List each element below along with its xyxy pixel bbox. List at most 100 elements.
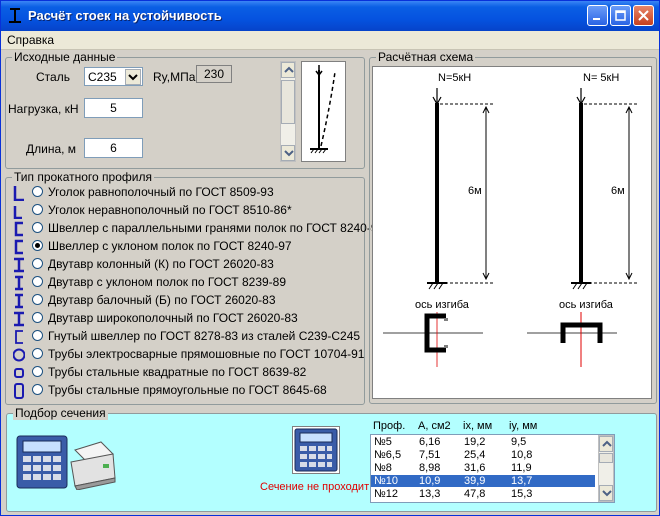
calculate-button[interactable] xyxy=(292,426,340,474)
arrow-up-icon xyxy=(602,440,612,447)
scheme-right-force: N= 5кН xyxy=(583,72,620,84)
profile-radio[interactable] xyxy=(32,276,43,287)
profile-option-label: Уголок равнополочный по ГОСТ 8509-93 xyxy=(48,185,274,199)
close-icon xyxy=(638,10,649,21)
scroll-up-button[interactable] xyxy=(281,62,295,78)
col-ix: ix, мм xyxy=(463,420,493,432)
angle-equal-icon xyxy=(13,186,24,201)
profile-radio[interactable] xyxy=(32,348,43,359)
menu-bar: Справка xyxy=(1,31,659,50)
profile-radio[interactable] xyxy=(32,366,43,377)
profile-radio[interactable] xyxy=(32,186,43,197)
steel-value: C235 xyxy=(88,70,117,84)
result-scrollbar[interactable] xyxy=(598,435,614,502)
profile-option[interactable]: Двутавр колонный (К) по ГОСТ 26020-83 xyxy=(6,256,366,274)
i-beam-wide-icon xyxy=(14,311,24,327)
channel-bent-icon xyxy=(15,330,23,344)
menu-item-help[interactable]: Справка xyxy=(7,33,55,47)
table-cell: 8,98 xyxy=(419,462,441,474)
scroll-down-button[interactable] xyxy=(281,145,295,161)
channel-taper-icon xyxy=(14,239,23,255)
table-cell: 15,3 xyxy=(511,488,533,500)
length-input[interactable]: 6 xyxy=(84,138,143,158)
profile-option[interactable]: Трубы стальные квадратные по ГОСТ 8639-8… xyxy=(6,364,366,382)
table-cell: 25,4 xyxy=(464,449,486,461)
profile-group: Тип прокатного профиля Уголок равнополоч… xyxy=(5,170,384,405)
scheme-right-axis: ось изгиба xyxy=(559,299,613,311)
profile-option-label: Гнутый швеллер по ГОСТ 8278-83 из сталей… xyxy=(48,329,361,343)
col-area: A, см2 xyxy=(418,420,451,432)
profile-option[interactable]: Двутавр с уклоном полок по ГОСТ 8239-89 xyxy=(6,274,366,292)
profile-option[interactable]: Двутавр широкополочный по ГОСТ 26020-83 xyxy=(6,310,366,328)
scheme-left-force: N=5кН xyxy=(438,72,472,84)
profile-option[interactable]: Уголок равнополочный по ГОСТ 8509-93 xyxy=(6,184,366,202)
profile-option[interactable]: Уголок неравнополочный по ГОСТ 8510-86* xyxy=(6,202,366,220)
profile-option-label: Двутавр широкополочный по ГОСТ 26020-83 xyxy=(48,311,298,325)
input-group-label: Исходные данные xyxy=(12,50,118,64)
close-button[interactable] xyxy=(633,5,654,26)
profile-radio[interactable] xyxy=(32,204,43,215)
i-beam-icon xyxy=(15,293,23,309)
calculate-print-button[interactable] xyxy=(13,432,119,491)
col-iy: iy, мм xyxy=(509,420,538,432)
steel-select[interactable]: C235 xyxy=(84,67,143,86)
ry-label: Ry,МПа xyxy=(153,70,196,84)
calculator-printer-icon xyxy=(16,435,116,491)
profile-radio[interactable] xyxy=(32,384,43,395)
table-cell: 47,8 xyxy=(464,488,486,500)
i-beam-taper-icon xyxy=(15,275,23,291)
ry-value: 230 xyxy=(196,65,232,83)
title-bar[interactable]: Расчёт стоек на устойчивость xyxy=(1,1,659,31)
column-scheme-preview[interactable] xyxy=(301,61,346,162)
profile-option[interactable]: Двутавр балочный (Б) по ГОСТ 26020-83 xyxy=(6,292,366,310)
i-beam-column-icon xyxy=(14,257,24,273)
arrow-up-icon xyxy=(284,66,294,73)
profile-group-label: Тип прокатного профиля xyxy=(12,170,154,184)
table-cell: 9,5 xyxy=(511,436,527,448)
table-cell: №12 xyxy=(374,488,399,500)
profile-option[interactable]: Трубы электросварные прямошовные по ГОСТ… xyxy=(6,346,366,364)
profile-option[interactable]: Гнутый швеллер по ГОСТ 8278-83 из сталей… xyxy=(6,328,366,346)
minimize-icon xyxy=(593,18,600,20)
maximize-icon xyxy=(615,10,626,21)
table-cell: 13,3 xyxy=(419,488,441,500)
scroll-thumb[interactable] xyxy=(281,80,295,124)
profile-option-label: Швеллер с параллельными гранями полок по… xyxy=(48,221,385,235)
table-cell: 10,9 xyxy=(419,475,441,487)
input-group: Исходные данные Сталь C235 Ry,МПа 230 На… xyxy=(5,50,365,169)
angle-unequal-icon xyxy=(13,206,22,219)
minimize-button[interactable] xyxy=(587,5,608,26)
table-row[interactable]: №12 13,3 47,8 15,3 xyxy=(371,488,595,500)
load-label: Нагрузка, кН xyxy=(8,102,79,116)
profile-radio[interactable] xyxy=(32,312,43,323)
profile-option[interactable]: Швеллер с параллельными гранями полок по… xyxy=(6,220,384,238)
scheme-group-label: Расчётная схема xyxy=(376,50,476,64)
rect-tube-icon xyxy=(14,383,24,399)
scheme-scrollbar[interactable] xyxy=(280,61,296,162)
result-scroll-up[interactable] xyxy=(599,436,613,452)
profile-radio[interactable] xyxy=(32,258,43,269)
profile-option[interactable]: Трубы стальные прямоугольные по ГОСТ 864… xyxy=(6,382,366,400)
result-scroll-thumb[interactable] xyxy=(599,453,613,463)
result-scroll-down[interactable] xyxy=(599,485,613,501)
load-input[interactable]: 5 xyxy=(84,98,143,118)
profile-radio[interactable] xyxy=(32,240,43,251)
profile-option[interactable]: Швеллер с уклоном полок по ГОСТ 8240-97 xyxy=(6,238,366,256)
dropdown-arrow-icon[interactable] xyxy=(125,69,141,85)
status-message: Сечение не проходит! xyxy=(260,481,373,493)
channel-parallel-icon xyxy=(14,221,23,237)
profile-option-label: Швеллер с уклоном полок по ГОСТ 8240-97 xyxy=(48,239,292,253)
profile-radio[interactable] xyxy=(32,222,43,233)
profile-radio[interactable] xyxy=(32,294,43,305)
window-title: Расчёт стоек на устойчивость xyxy=(28,8,222,23)
design-scheme-canvas: N=5кН 6м ось изгиба N= 5кН 6м ось изгиба xyxy=(372,66,652,399)
profile-radio[interactable] xyxy=(32,330,43,341)
scheme-left-axis: ось изгиба xyxy=(415,299,469,311)
table-cell: 10,8 xyxy=(511,449,533,461)
maximize-button[interactable] xyxy=(610,5,631,26)
